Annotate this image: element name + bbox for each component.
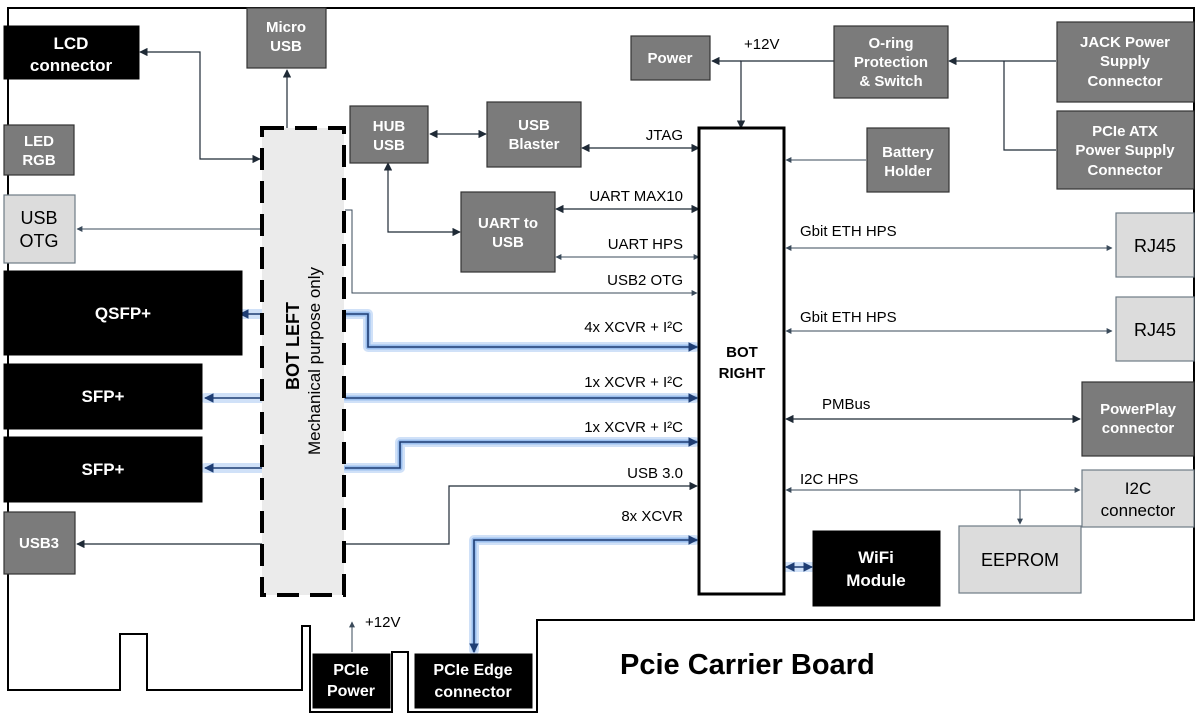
uart-usb-line-1: UART to: [478, 215, 538, 232]
usb-blaster-block: USB Blaster: [486, 101, 582, 168]
oring-line-1: O-ring: [869, 35, 914, 52]
power-label: Power: [647, 50, 692, 67]
oring-line-3: & Switch: [859, 73, 922, 90]
eeprom-label: EEPROM: [981, 550, 1059, 570]
powerplay-line-2: connector: [1102, 420, 1175, 437]
usb3-label: USB3: [19, 535, 59, 552]
led-rgb-line-1: LED: [24, 133, 54, 150]
micro-usb-line-2: USB: [270, 38, 302, 55]
battery-line-2: Holder: [884, 163, 932, 180]
bot-left-label: BOT LEFT: [283, 302, 303, 390]
jack-line-2: Supply: [1100, 53, 1151, 70]
pcie-power-line-1: PCIe: [333, 662, 369, 679]
bot-right-line-1: BOT: [726, 344, 758, 361]
bot-right-block: BOT RIGHT: [697, 126, 786, 596]
hub-usb-line-1: HUB: [373, 118, 406, 135]
wifi-module-block: WiFi Module: [812, 530, 941, 607]
led-rgb-line-2: RGB: [22, 152, 56, 169]
wifi-line-1: WiFi: [858, 548, 894, 567]
signal-labels: +12V +12V JTAG UART MAX10 UART HPS USB2 …: [365, 36, 897, 631]
oring-line-2: Protection: [854, 54, 928, 71]
uart-to-usb-block: UART to USB: [460, 191, 556, 273]
usb30-label: USB 3.0: [627, 465, 683, 482]
pcie-power-line-2: Power: [327, 683, 375, 700]
pcie-edge-line-2: connector: [434, 684, 511, 701]
micro-usb-block: Micro USB: [246, 7, 327, 69]
hub-usb-line-2: USB: [373, 137, 405, 154]
rj45-2-label: RJ45: [1134, 320, 1176, 340]
pcie-atx-power-block: PCIe ATX Power Supply Connector: [1056, 110, 1195, 190]
atx-line-2: Power Supply: [1075, 142, 1175, 159]
wifi-line-2: Module: [846, 571, 906, 590]
bot-right-line-2: RIGHT: [719, 365, 766, 382]
xcvr-sfp1-label: 1x XCVR + I²C: [584, 374, 683, 391]
pcie-edge-line-1: PCIe Edge: [433, 662, 512, 679]
jack-line-3: Connector: [1088, 73, 1163, 90]
uart-usb-line-2: USB: [492, 234, 524, 251]
bot-left-block: BOT LEFT Mechanical purpose only: [260, 126, 346, 597]
rj45-1-label: RJ45: [1134, 236, 1176, 256]
pcie-power-block: PCIe Power: [312, 653, 391, 709]
pcie-edge-connector-block: PCIe Edge connector: [414, 653, 533, 709]
lcd-line-2: connector: [30, 56, 113, 75]
sfp-1-label: SFP+: [82, 387, 125, 406]
atx-line-1: PCIe ATX: [1092, 123, 1158, 140]
lcd-line-1: LCD: [54, 34, 89, 53]
qsfp-block: QSFP+: [3, 270, 243, 356]
connections: [76, 47, 1113, 653]
oring-protection-block: O-ring Protection & Switch: [833, 25, 949, 99]
i2c-connector-block: I2C connector: [1081, 469, 1195, 528]
eth2-label: Gbit ETH HPS: [800, 309, 897, 326]
micro-usb-line-1: Micro: [266, 19, 306, 36]
sfp-block-2: SFP+: [3, 436, 203, 503]
battery-line-1: Battery: [882, 144, 934, 161]
uart-hps-label: UART HPS: [608, 236, 683, 253]
lcd-connector-block: LCD connector: [3, 25, 140, 80]
usb-blaster-line-1: USB: [518, 117, 550, 134]
eth1-label: Gbit ETH HPS: [800, 223, 897, 240]
sfp-block-1: SFP+: [3, 363, 203, 430]
atx-line-3: Connector: [1088, 162, 1163, 179]
i2c-hps-label: I2C HPS: [800, 471, 858, 488]
usb3-block: USB3: [3, 511, 76, 575]
jack-power-supply-block: JACK Power Supply Connector: [1056, 21, 1195, 103]
usb-otg-line-2: OTG: [20, 231, 59, 251]
hub-usb-block: HUB USB: [349, 105, 429, 164]
eeprom-block: EEPROM: [958, 525, 1082, 594]
qsfp-label: QSFP+: [95, 304, 151, 323]
i2c-line-2: connector: [1101, 501, 1176, 520]
powerplay-line-1: PowerPlay: [1100, 401, 1177, 418]
pmbus-label: PMBus: [822, 396, 870, 413]
i2c-line-1: I2C: [1125, 479, 1151, 498]
jtag-label: JTAG: [646, 127, 683, 144]
battery-holder-block: Battery Holder: [866, 127, 950, 193]
led-rgb-block: LED RGB: [3, 124, 75, 176]
board-outline: [7, 7, 1195, 713]
usb2-otg-label: USB2 OTG: [607, 272, 683, 289]
usb-otg-line-1: USB: [20, 208, 57, 228]
rj45-block-2: RJ45: [1115, 296, 1195, 362]
xcvr-qsfp-label: 4x XCVR + I²C: [584, 319, 683, 336]
power-block: Power: [630, 35, 711, 81]
bot-left-sublabel: Mechanical purpose only: [305, 266, 324, 455]
board-title: Pcie Carrier Board: [620, 649, 875, 681]
v12-bottom-label: +12V: [365, 614, 400, 631]
usb-otg-block: USB OTG: [3, 194, 76, 264]
jack-line-1: JACK Power: [1080, 34, 1170, 51]
usb-blaster-line-2: Blaster: [509, 136, 560, 153]
uart-max10-label: UART MAX10: [589, 188, 683, 205]
sfp-2-label: SFP+: [82, 460, 125, 479]
v12-top-label: +12V: [744, 36, 779, 53]
powerplay-connector-block: PowerPlay connector: [1081, 381, 1195, 457]
xcvr-sfp2-label: 1x XCVR + I²C: [584, 419, 683, 436]
xcvr-edge-label: 8x XCVR: [621, 508, 683, 525]
rj45-block-1: RJ45: [1115, 212, 1195, 278]
